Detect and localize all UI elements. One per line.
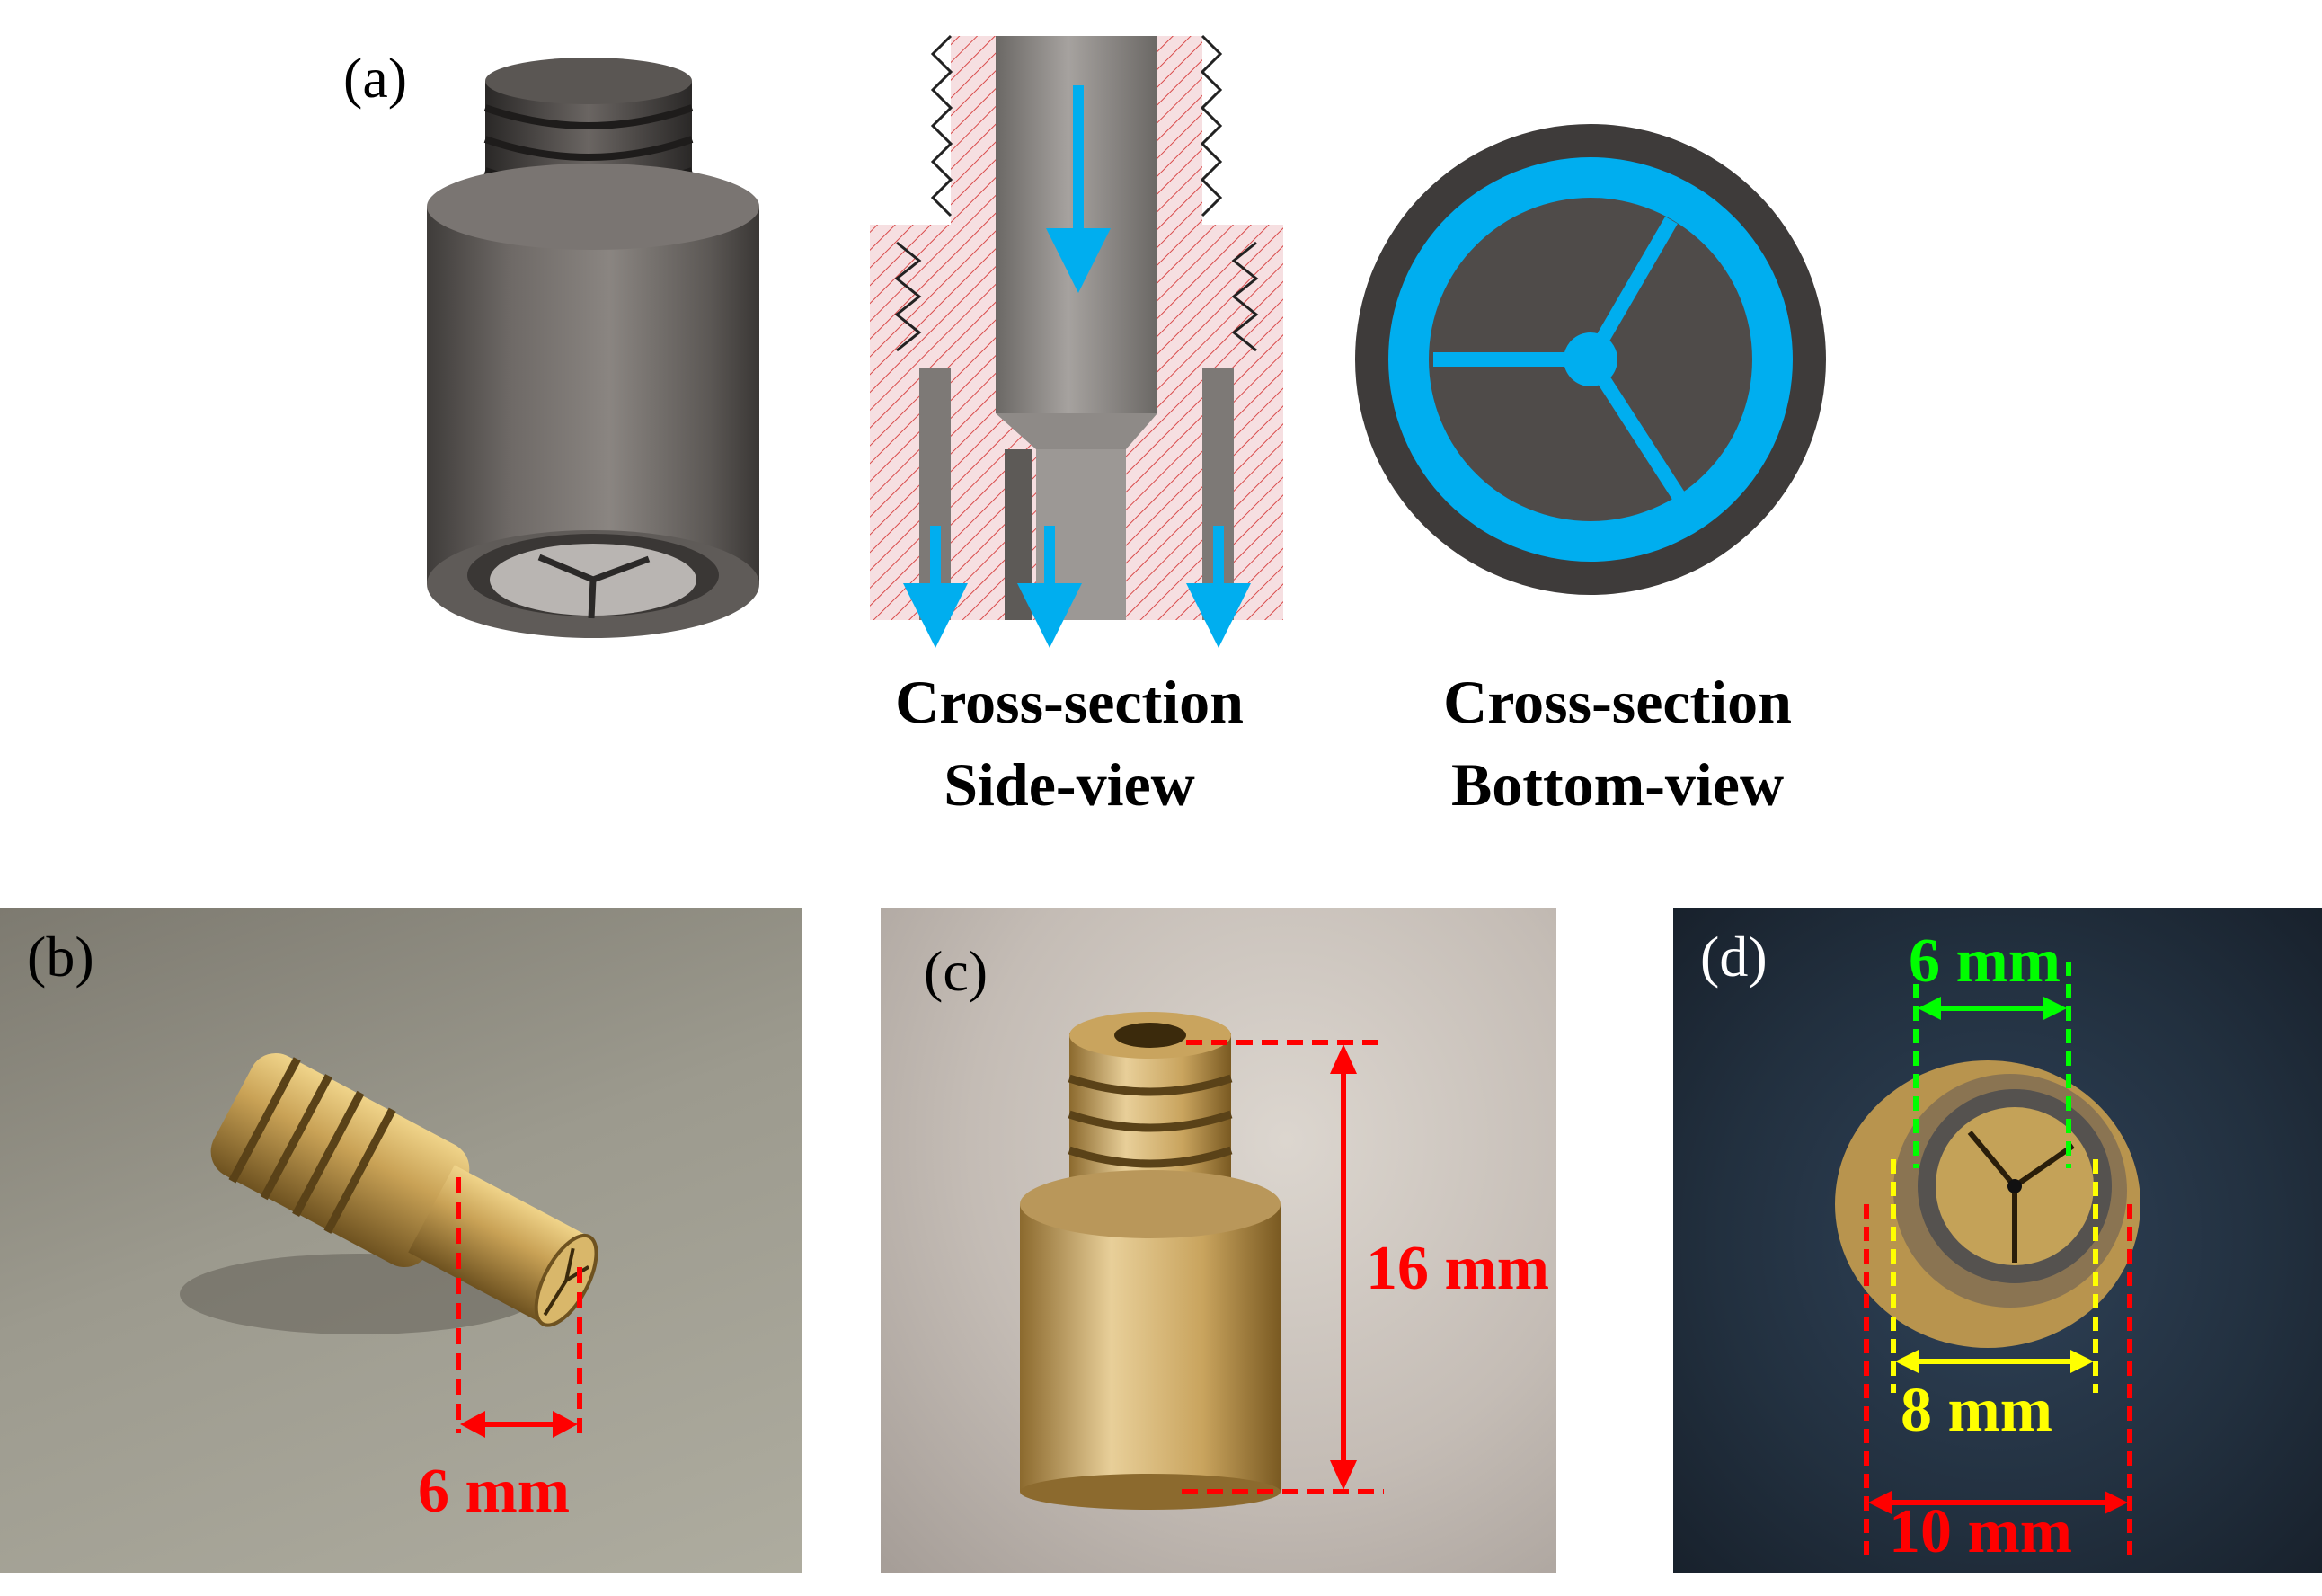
dim-c-lines [1182, 1040, 1384, 1494]
dim-b-lines [456, 1177, 582, 1438]
panel-c-label: (c) [924, 939, 988, 1003]
bottom-view-caption: Cross-section Bottom-view [1366, 661, 1869, 826]
brass-nozzle-photo-d [1835, 1060, 2140, 1348]
side-view-cross-section [870, 34, 1283, 648]
bottom-view-cross-section [1355, 124, 1826, 595]
side-view-caption: Cross-section Side-view [836, 661, 1303, 826]
side-view-caption-line2: Side-view [944, 750, 1195, 819]
photo-d: (d) 6 mm 8 mm 10 mm [1673, 908, 2322, 1573]
dim-d-outer-label: 10 mm [1889, 1497, 2073, 1566]
dim-d-inner-label: 6 mm [1909, 927, 2061, 996]
dim-b-width-label: 6 mm [418, 1457, 571, 1526]
photo-c: (c) 16 mm [881, 908, 1556, 1573]
brass-nozzle-photo-c [1020, 1012, 1281, 1510]
panel-b-label: (b) [27, 925, 94, 989]
panel-a-label: (a) [343, 46, 408, 110]
side-view-caption-line1: Cross-section [895, 668, 1244, 736]
photo-b: (b) 6 mm [0, 908, 802, 1573]
dim-d-middle-label: 8 mm [1901, 1376, 2053, 1445]
brass-nozzle-photo-b [180, 1052, 598, 1334]
nozzle-3d-render [427, 58, 759, 638]
bottom-view-caption-line2: Bottom-view [1450, 750, 1785, 819]
dim-d-lines [1864, 962, 2132, 1555]
dim-c-height-label: 16 mm [1366, 1234, 1550, 1303]
panel-d-label: (d) [1700, 925, 1768, 989]
bottom-view-caption-line1: Cross-section [1443, 668, 1792, 736]
